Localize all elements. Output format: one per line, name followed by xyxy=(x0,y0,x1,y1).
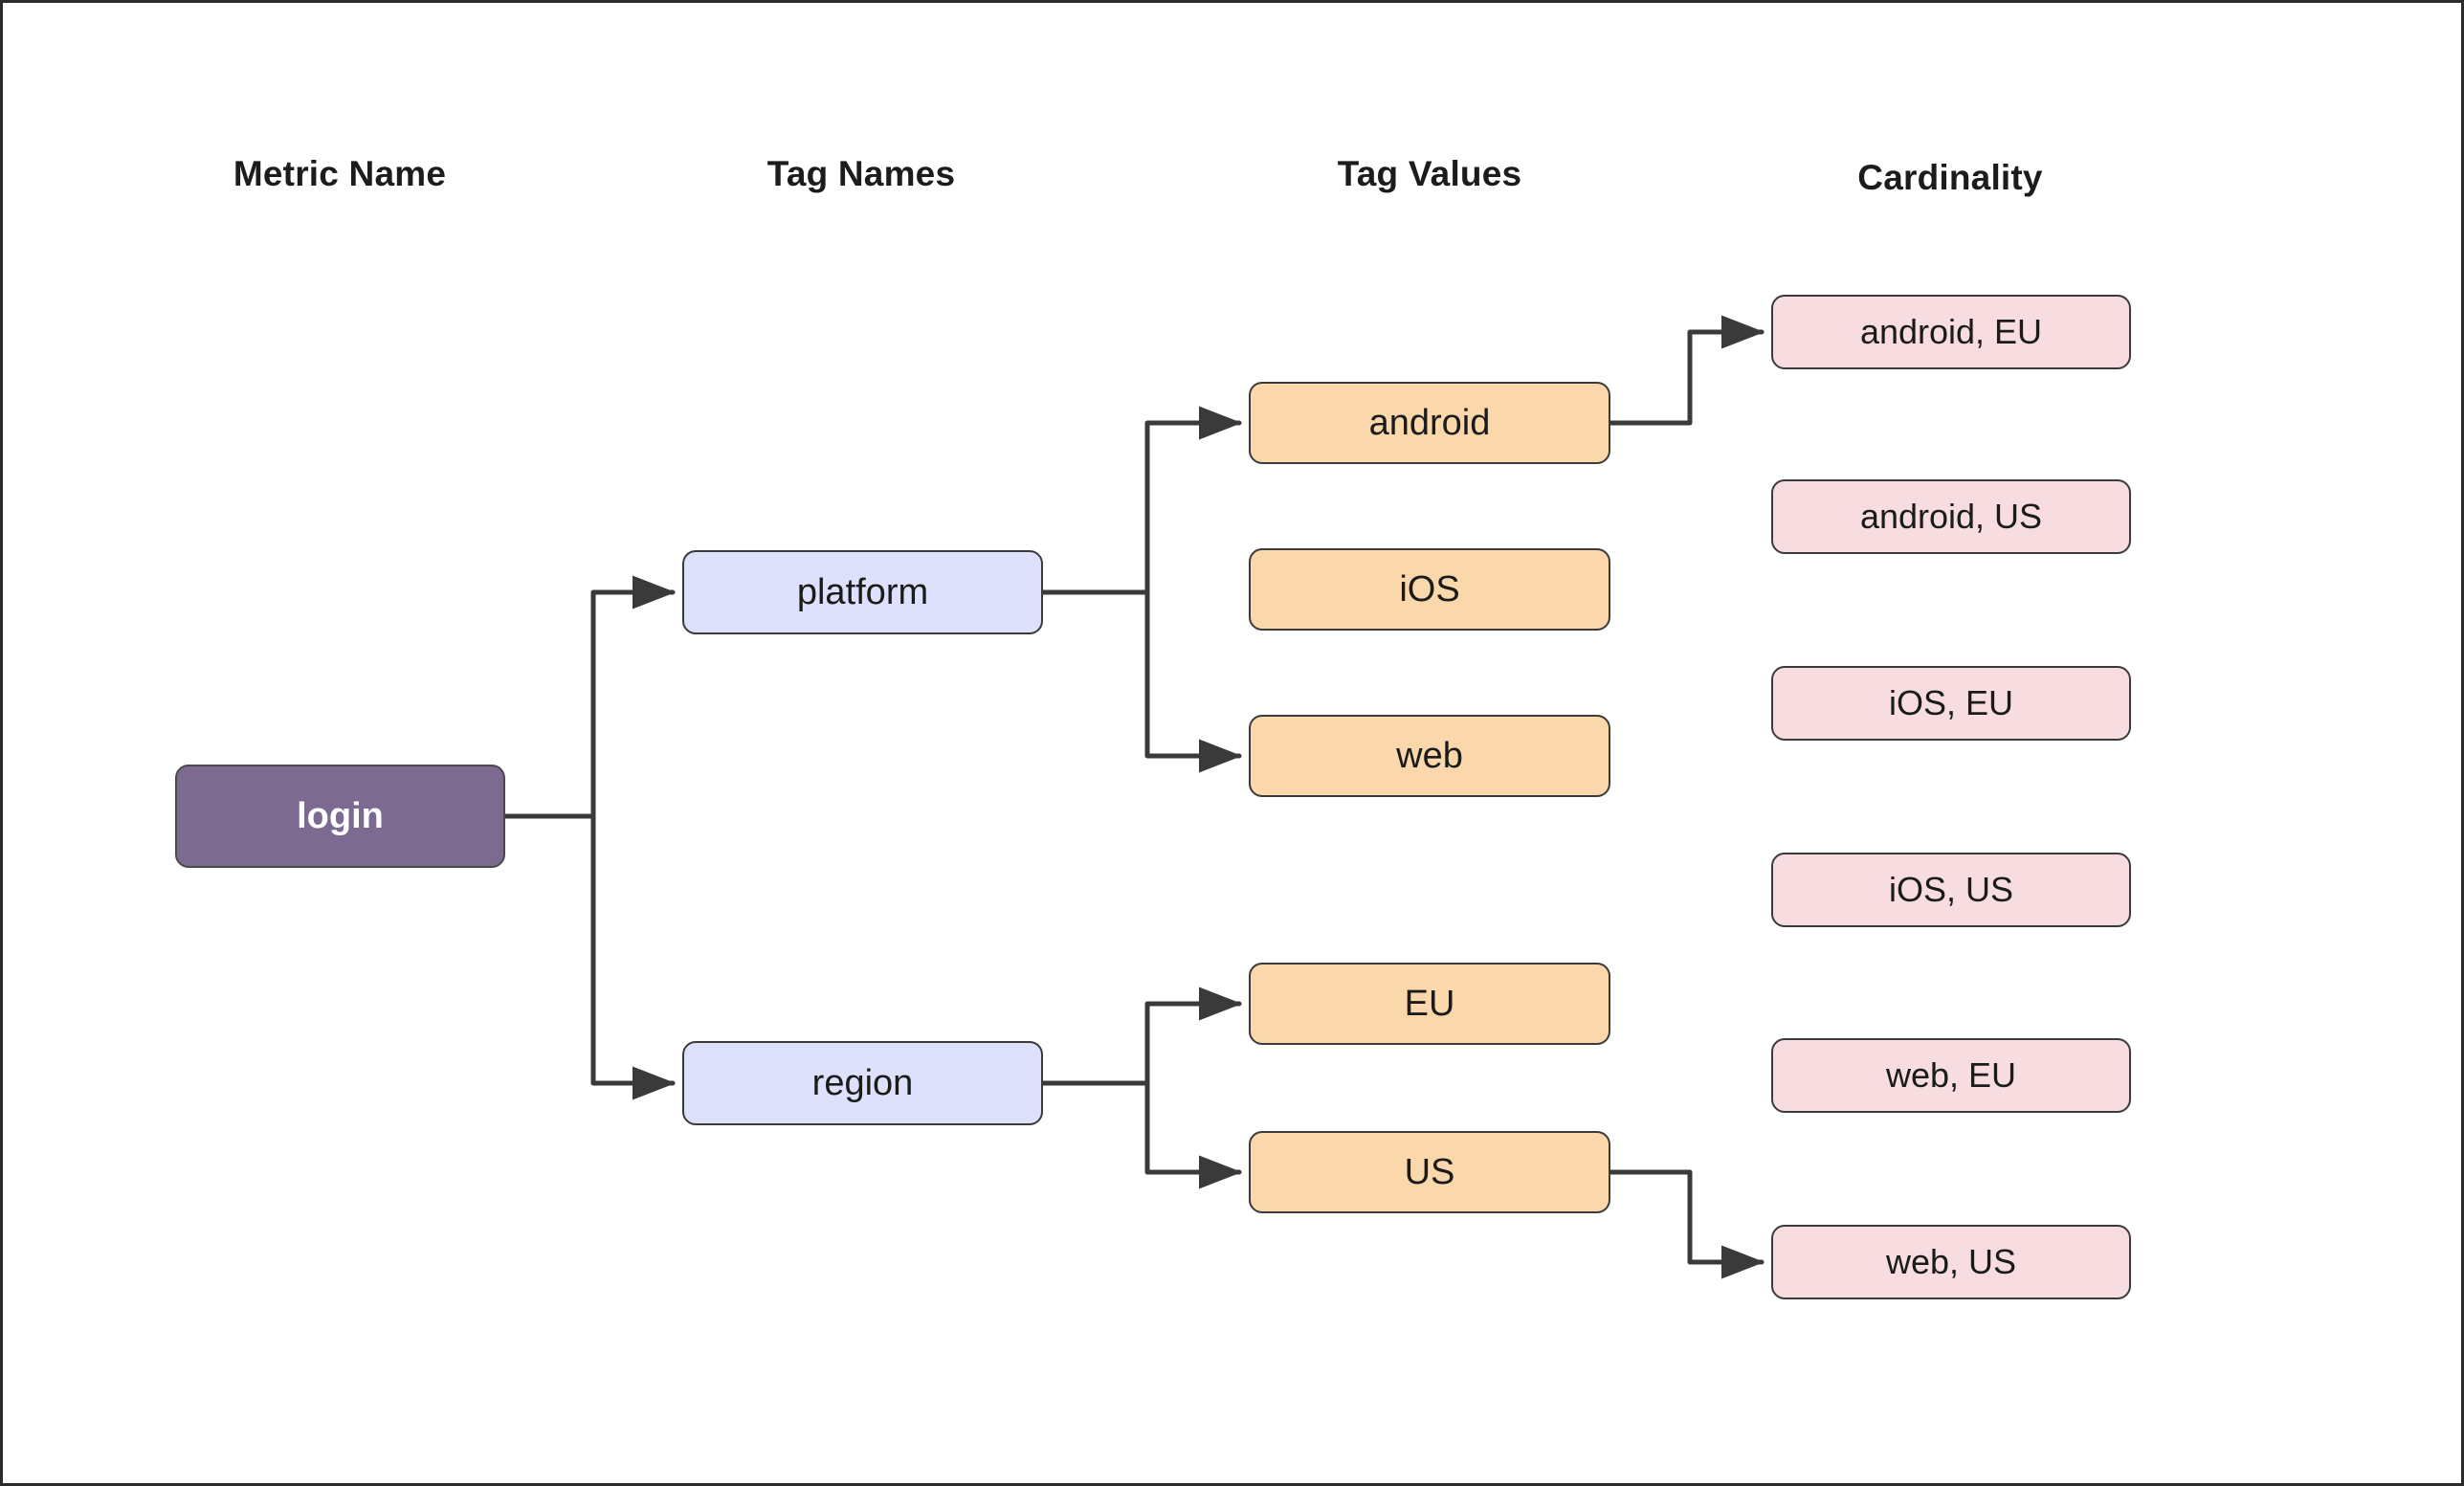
node-tagname-platform[interactable]: platform xyxy=(682,550,1043,634)
node-cardinality-android-eu[interactable]: android, EU xyxy=(1771,295,2131,369)
node-tagvalue-eu[interactable]: EU xyxy=(1249,963,1610,1045)
node-metric-login[interactable]: login xyxy=(175,765,505,868)
node-cardinality-ios-eu[interactable]: iOS, EU xyxy=(1771,666,2131,741)
column-header-tag-values: Tag Values xyxy=(1337,154,1522,193)
node-tagvalue-web[interactable]: web xyxy=(1249,715,1610,797)
column-header-tag-names: Tag Names xyxy=(766,154,956,193)
node-tagvalue-android[interactable]: android xyxy=(1249,382,1610,464)
node-tagname-region[interactable]: region xyxy=(682,1041,1043,1125)
edge-android-to-android-eu xyxy=(1608,315,1765,426)
node-cardinality-android-us[interactable]: android, US xyxy=(1771,479,2131,554)
column-header-cardinality: Cardinality xyxy=(1857,158,2043,197)
node-tagvalue-ios[interactable]: iOS xyxy=(1249,548,1610,631)
edge-region-to-us xyxy=(1144,1080,1243,1189)
edge-login-to-platform xyxy=(590,575,677,819)
node-cardinality-ios-us[interactable]: iOS, US xyxy=(1771,853,2131,927)
edge-region-to-eu xyxy=(1144,987,1243,1086)
edge-platform-to-web xyxy=(1144,589,1243,773)
node-tagvalue-us[interactable]: US xyxy=(1249,1131,1610,1213)
node-cardinality-web-eu[interactable]: web, EU xyxy=(1771,1038,2131,1113)
column-header-metric-name: Metric Name xyxy=(233,154,447,193)
edge-us-to-web-us xyxy=(1608,1169,1765,1279)
edge-platform-to-android xyxy=(1144,406,1243,595)
edge-login-to-region xyxy=(590,813,677,1100)
node-cardinality-web-us[interactable]: web, US xyxy=(1771,1225,2131,1299)
